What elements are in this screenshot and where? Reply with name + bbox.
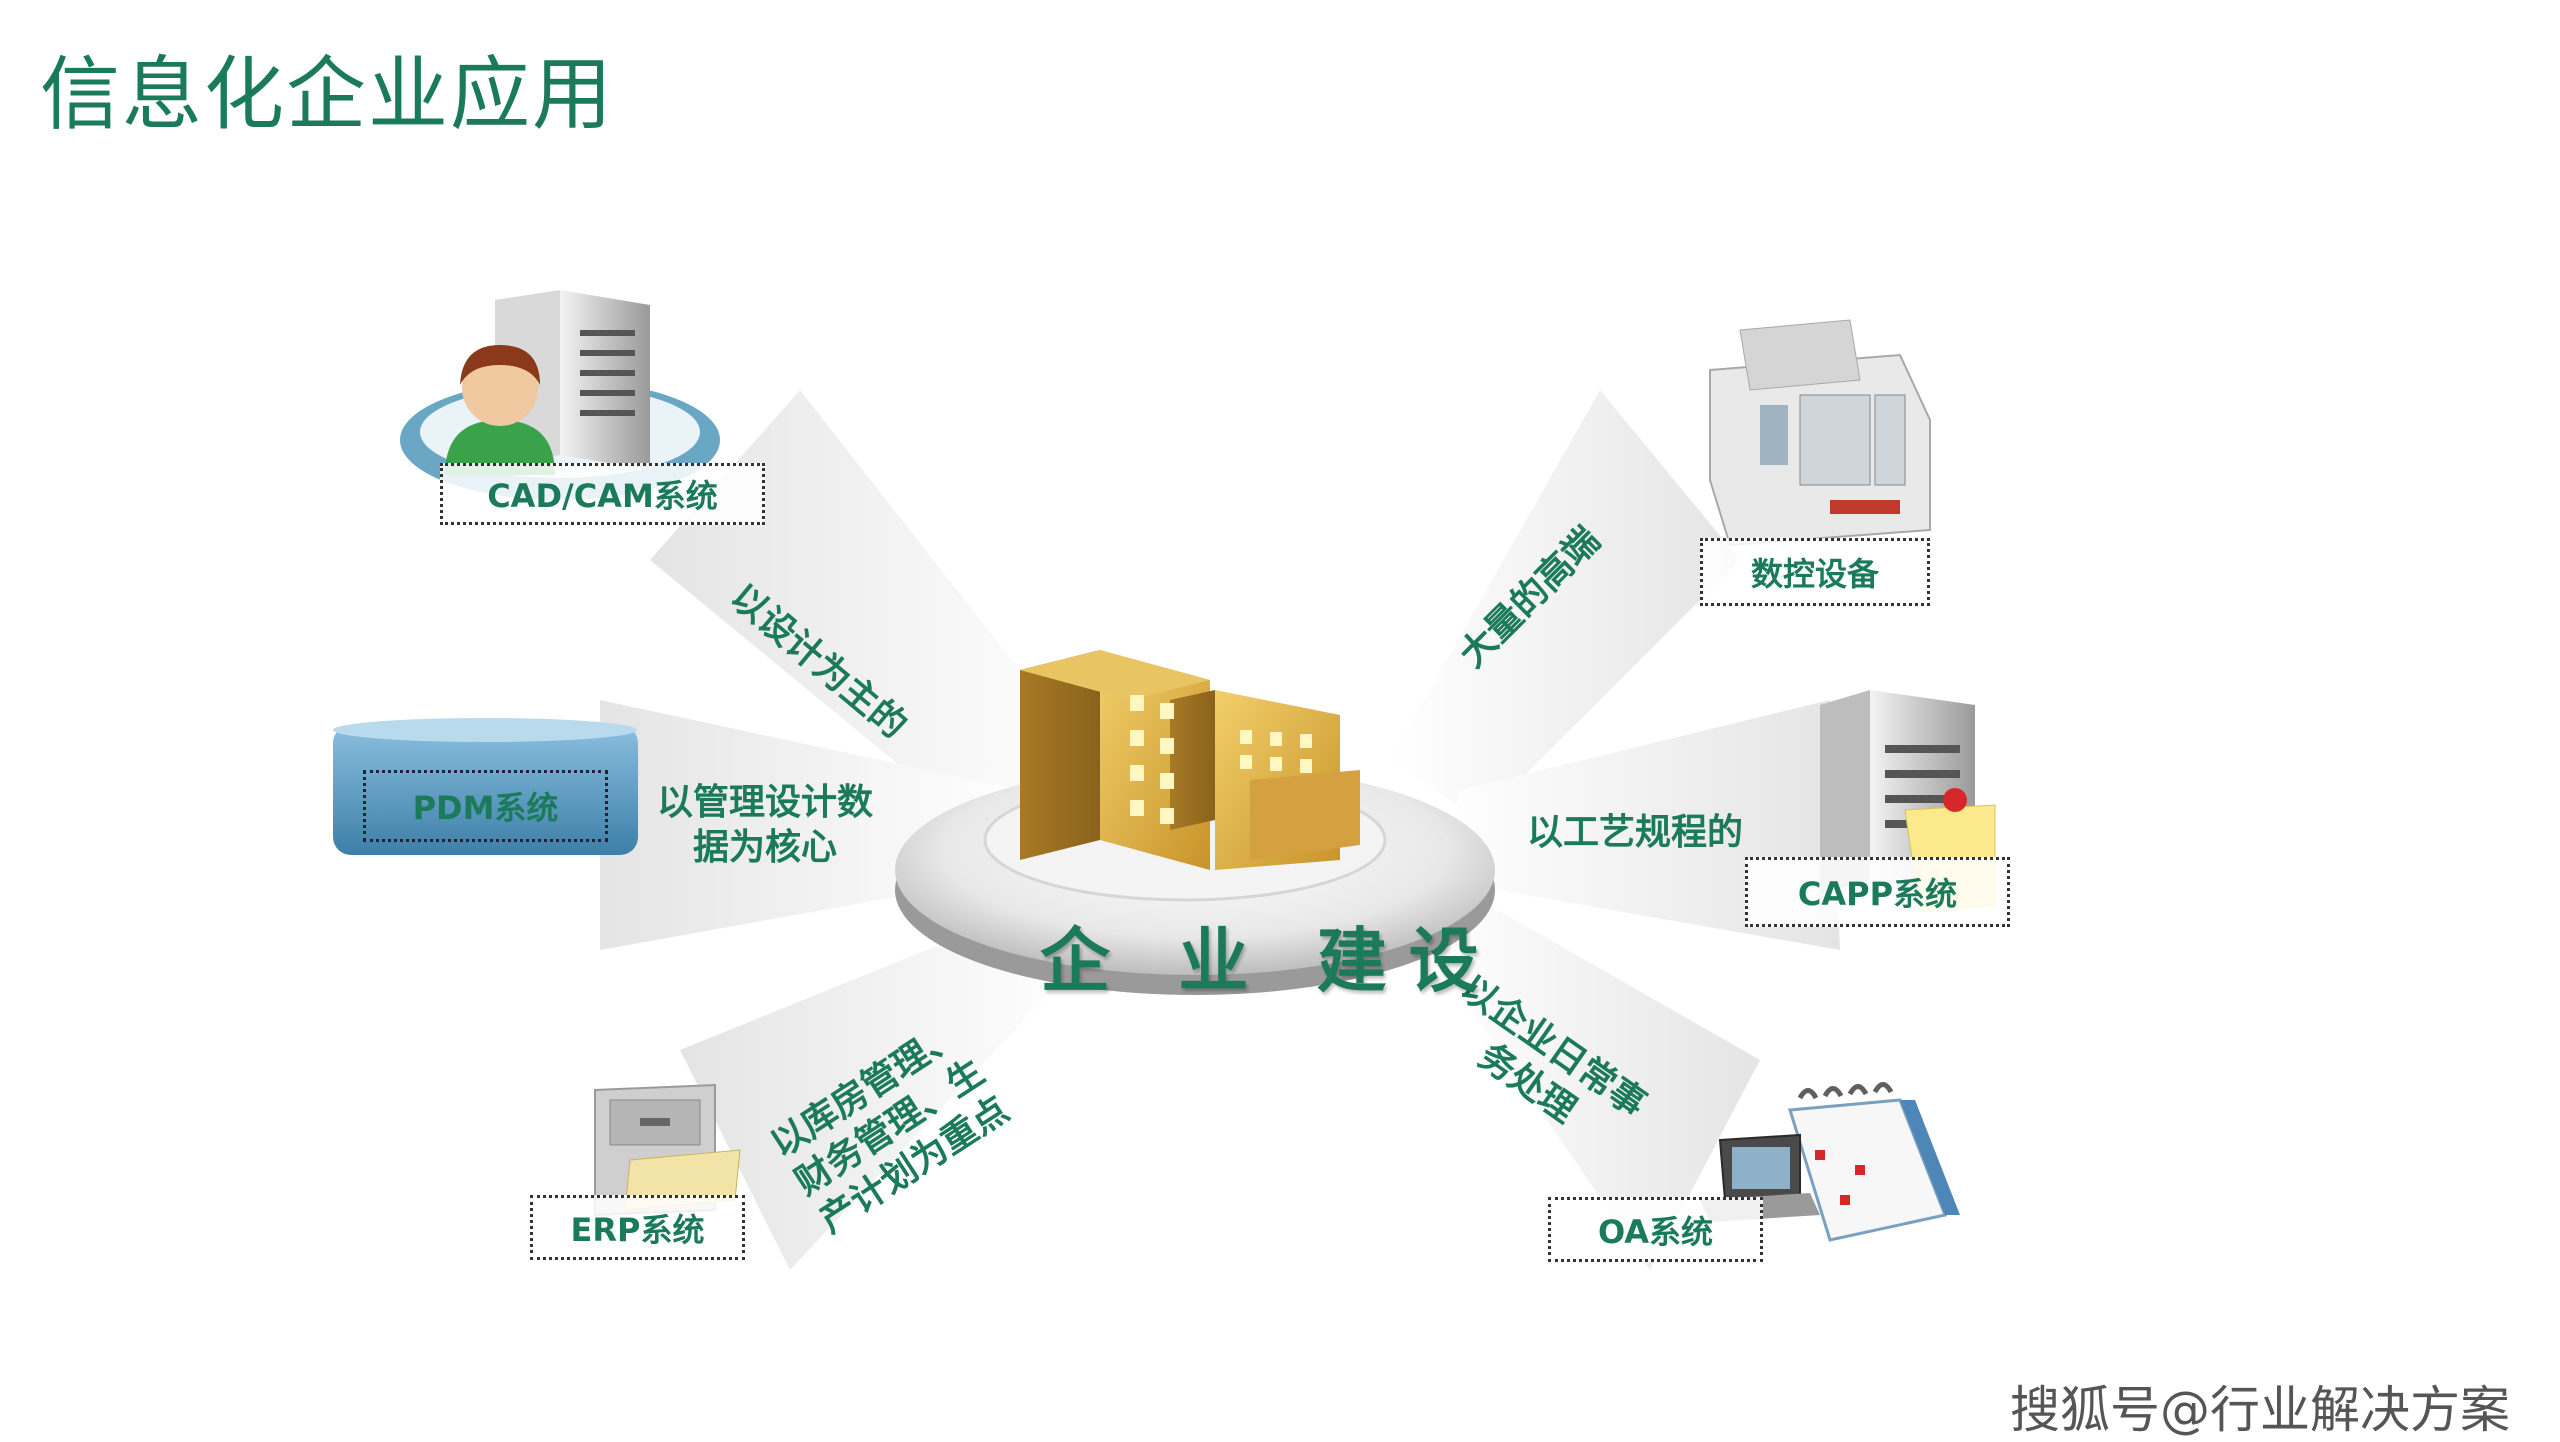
beam-oa xyxy=(1430,900,1760,1270)
enterprise-construction-label: 企 业 建设 xyxy=(1040,920,1501,1002)
watermark: 搜狐号@行业解决方案 xyxy=(2010,1381,2510,1439)
erp-system-label: ERP系统 xyxy=(530,1195,745,1260)
page-title: 信息化企业应用 xyxy=(40,48,614,141)
cnc-machine-icon xyxy=(1709,319,1931,547)
building-icon xyxy=(1020,650,1360,870)
oa-system-label: OA系统 xyxy=(1548,1197,1763,1262)
beam-capp xyxy=(1440,700,1840,950)
cad-cam-system-label: CAD/CAM系统 xyxy=(440,463,765,525)
cnc-equipment-label: 数控设备 xyxy=(1700,538,1930,606)
beam-cnc xyxy=(1390,390,1740,820)
beam-caption-capp: 以工艺规程的 xyxy=(1526,812,1743,853)
beam-caption-pdm: 以管理设计数 据为核心 xyxy=(656,782,873,868)
pdm-system-label: PDM系统 xyxy=(363,770,608,842)
beam-erp xyxy=(680,900,1080,1270)
pdm-database-icon xyxy=(333,718,638,855)
pushpin-icon xyxy=(1943,788,1967,812)
capp-system-label: CAPP系统 xyxy=(1745,857,2010,927)
